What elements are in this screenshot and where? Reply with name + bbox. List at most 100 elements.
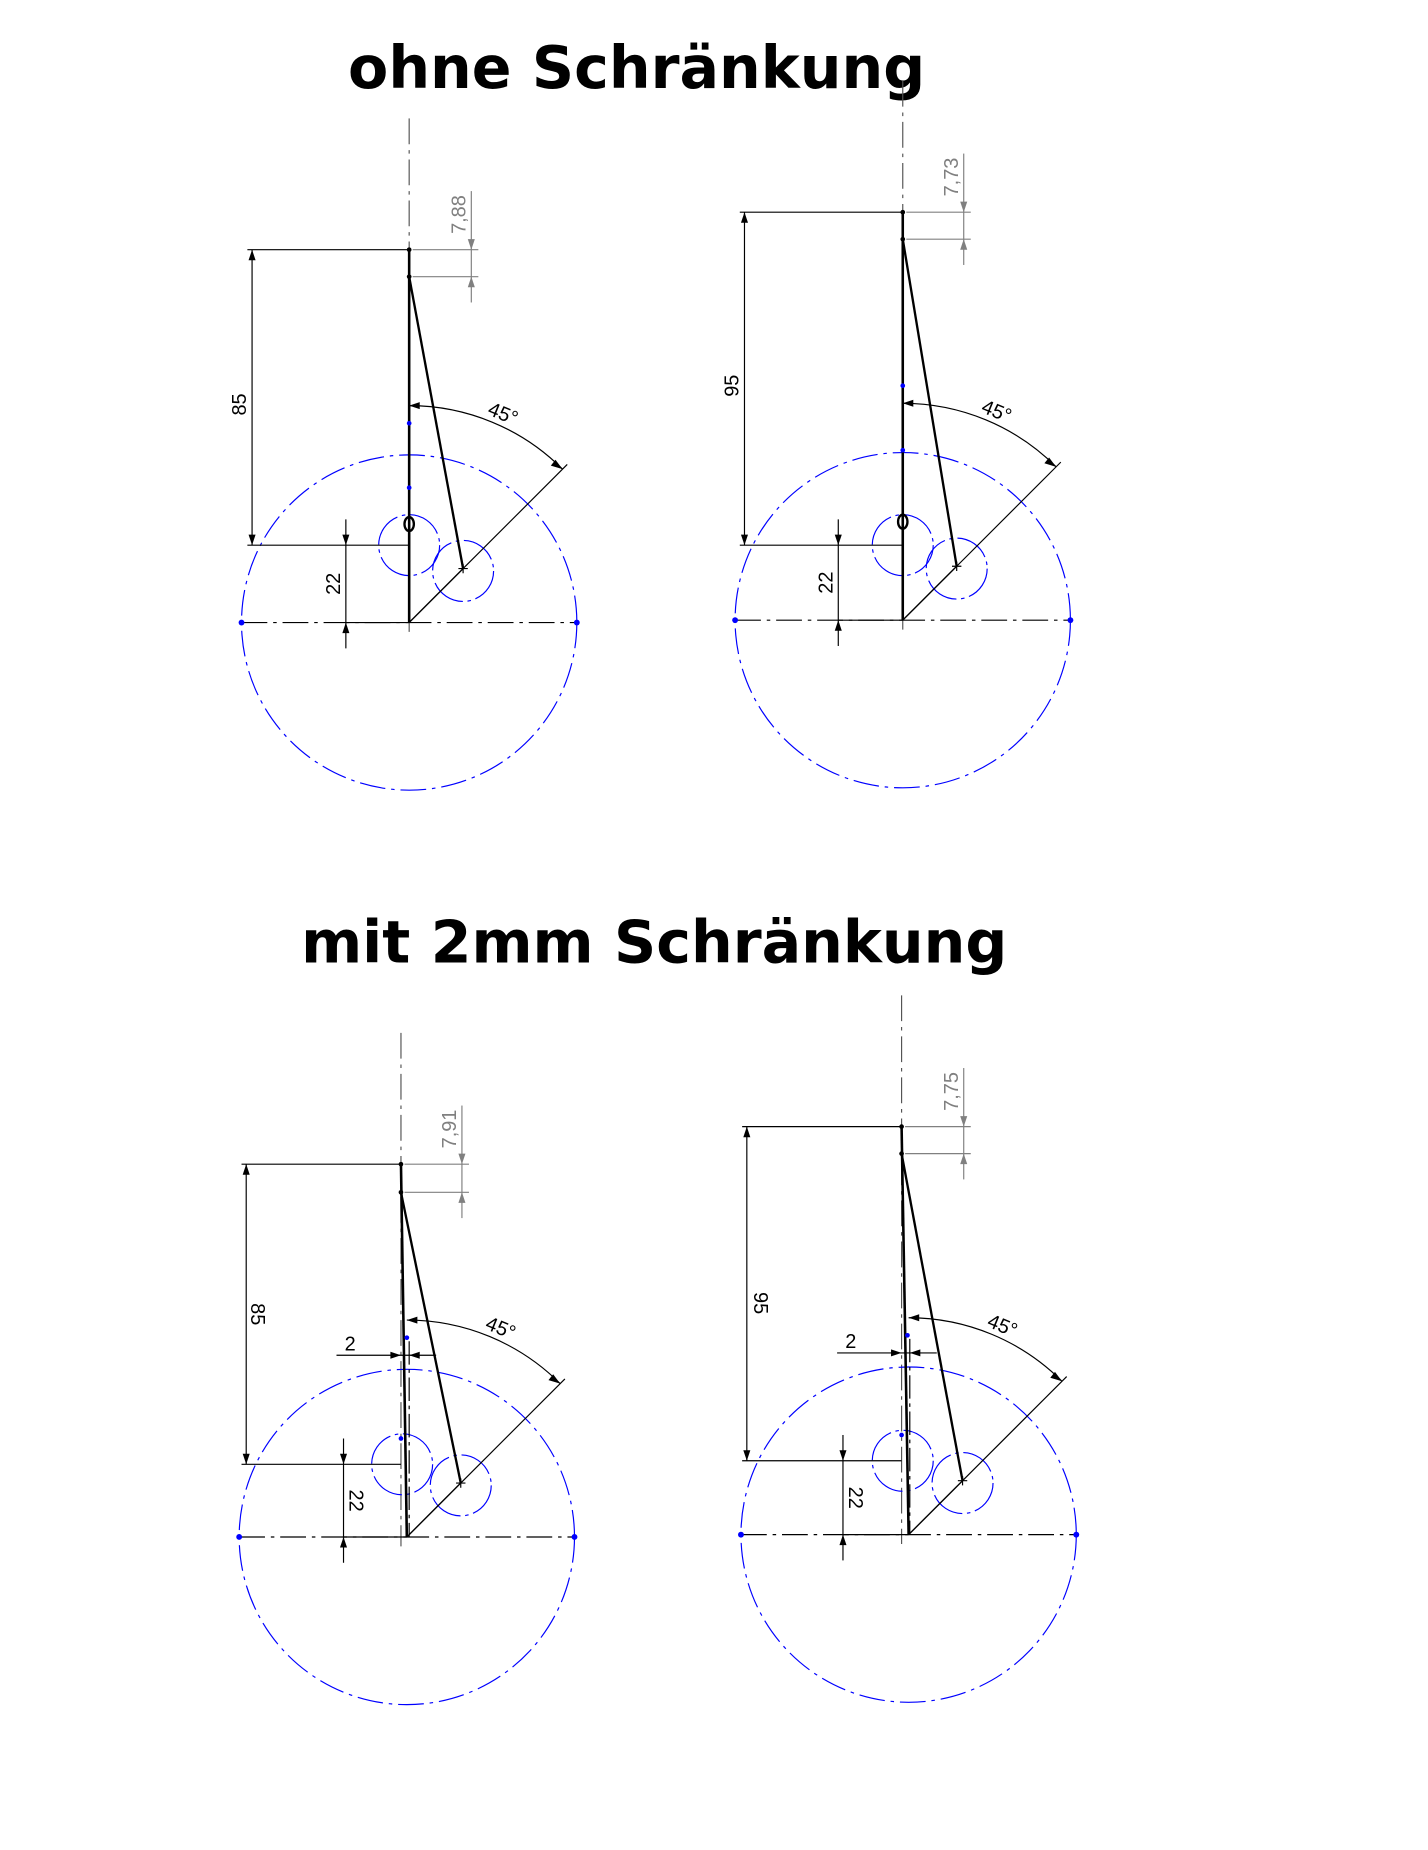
- height-dimension-label: 95: [722, 375, 744, 397]
- arrow-icon: [340, 1536, 348, 1548]
- construction-point: [406, 420, 412, 426]
- arrow-icon: [743, 1126, 751, 1138]
- height-dimension-label: 95: [749, 1292, 771, 1314]
- construction-point: [238, 619, 245, 626]
- arrow-icon: [340, 1453, 348, 1465]
- construction-point: [1067, 617, 1074, 624]
- slant-line: [399, 1192, 462, 1484]
- construction-point: [571, 1534, 578, 1540]
- construction-point: [1073, 1531, 1080, 1538]
- arrow-icon: [908, 1314, 920, 1322]
- sketch-panel-3: 45° 85 22 7,91 2: [236, 1032, 578, 1706]
- construction-point: [398, 1436, 404, 1441]
- arrow-icon: [248, 249, 256, 261]
- construction-point: [899, 1432, 904, 1438]
- angle-dimension-label: 45°: [978, 396, 1014, 428]
- arrow-icon: [409, 1351, 420, 1359]
- endpoint: [899, 1151, 904, 1156]
- origin-mark: [896, 513, 909, 530]
- angle-leg: [408, 568, 464, 624]
- tip-reference-label: 7,73: [941, 158, 963, 197]
- arrow-icon: [242, 1164, 250, 1175]
- angle-arc: [908, 1317, 1063, 1382]
- arrow-icon: [740, 534, 748, 546]
- small-circle: [371, 1433, 434, 1496]
- height-dimension-label: 85: [246, 1303, 268, 1325]
- angle-extension-line: [462, 464, 568, 570]
- arrow-icon: [740, 212, 748, 223]
- arrow-icon: [342, 622, 350, 634]
- title-without-set: ohne Schränkung: [348, 34, 925, 102]
- angle-dimension-label: 45°: [485, 398, 521, 430]
- slant-line: [408, 276, 465, 569]
- endpoint: [900, 209, 906, 215]
- small-circle: [429, 1454, 492, 1517]
- construction-point: [236, 1534, 243, 1540]
- arrow-icon: [839, 1450, 847, 1461]
- angle-extension-line: [460, 1378, 566, 1484]
- arrow-icon: [891, 1349, 902, 1357]
- construction-point: [900, 383, 906, 389]
- small-circle: [931, 1451, 994, 1515]
- arrow-icon: [902, 399, 914, 407]
- endpoint: [900, 236, 906, 242]
- arrow-icon: [1044, 457, 1057, 467]
- blade-line: [900, 1126, 910, 1535]
- angle-arc: [409, 405, 563, 470]
- arrow-icon: [960, 1116, 968, 1127]
- tip-reference-label: 7,88: [448, 195, 470, 234]
- small-circle: [871, 1429, 934, 1492]
- construction-point: [905, 1332, 910, 1338]
- tip-reference-label: 7,91: [439, 1110, 461, 1149]
- small-circle: [378, 514, 441, 577]
- arrow-icon: [467, 276, 475, 288]
- angle-extension-line: [962, 1376, 1068, 1482]
- slant-line: [901, 238, 958, 567]
- endpoint: [406, 274, 412, 280]
- arrow-icon: [839, 1534, 847, 1546]
- arrow-icon: [390, 1351, 401, 1359]
- arrow-icon: [550, 459, 563, 470]
- set-dimension-label: 2: [345, 1334, 356, 1356]
- arrow-icon: [548, 1374, 561, 1384]
- angle-leg: [406, 1482, 462, 1538]
- offset-dimension-label: 22: [323, 573, 345, 595]
- blade-line: [399, 1164, 409, 1537]
- construction-point: [406, 485, 412, 491]
- arrow-icon: [1050, 1371, 1062, 1382]
- tip-reference-label: 7,75: [941, 1072, 963, 1111]
- offset-dimension-label: 22: [844, 1487, 866, 1509]
- set-dimension-label: 2: [845, 1331, 856, 1353]
- arrow-icon: [458, 1192, 466, 1203]
- sketch-panel-4: 45° 95 22 7,75 2: [738, 995, 1080, 1703]
- title-with-set: mit 2mm Schränkung: [301, 909, 1007, 977]
- endpoint: [398, 1189, 404, 1195]
- construction-point: [573, 619, 580, 626]
- arrow-icon: [409, 402, 420, 410]
- angle-leg: [902, 565, 958, 621]
- sketch-panel-2: 45° 95 22 7,73: [722, 80, 1074, 789]
- small-circle: [871, 514, 934, 577]
- angle-arc: [902, 402, 1057, 468]
- construction-point: [738, 1531, 744, 1538]
- offset-dimension-label: 22: [344, 1490, 366, 1512]
- arrow-icon: [458, 1153, 466, 1165]
- arrow-icon: [467, 239, 475, 250]
- small-circle: [925, 537, 988, 600]
- arrow-icon: [960, 239, 968, 250]
- angle-extension-line: [956, 461, 1062, 567]
- arrow-icon: [834, 534, 842, 546]
- angle-dimension-label: 45°: [984, 1310, 1020, 1342]
- construction-point: [732, 617, 739, 624]
- arrow-icon: [960, 201, 968, 213]
- arrow-icon: [342, 534, 350, 546]
- arrow-icon: [743, 1450, 751, 1461]
- arrow-icon: [248, 534, 256, 546]
- arrow-icon: [242, 1453, 250, 1465]
- offset-dimension-label: 22: [815, 572, 837, 594]
- arrow-icon: [909, 1349, 921, 1357]
- angle-dimension-label: 45°: [482, 1313, 518, 1345]
